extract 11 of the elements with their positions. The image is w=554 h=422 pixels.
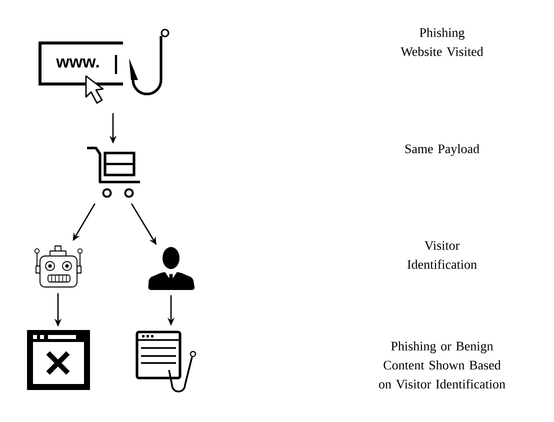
robot-drawing <box>34 246 83 288</box>
blocked-window-drawing <box>27 330 90 390</box>
cart-drawing <box>87 146 140 198</box>
step-label: Same Payload <box>405 144 480 156</box>
node-label: www. <box>56 58 99 68</box>
browser-hook-drawing: www. <box>38 28 170 104</box>
step-label: Phishing or Benign Content Shown Based on Visitor Identification <box>379 341 506 389</box>
document-hook-drawing <box>136 330 196 392</box>
step-label: Visitor Identification <box>407 241 477 269</box>
person-silhouette <box>148 247 195 290</box>
step-label: Phishing Website Visited <box>400 28 484 56</box>
